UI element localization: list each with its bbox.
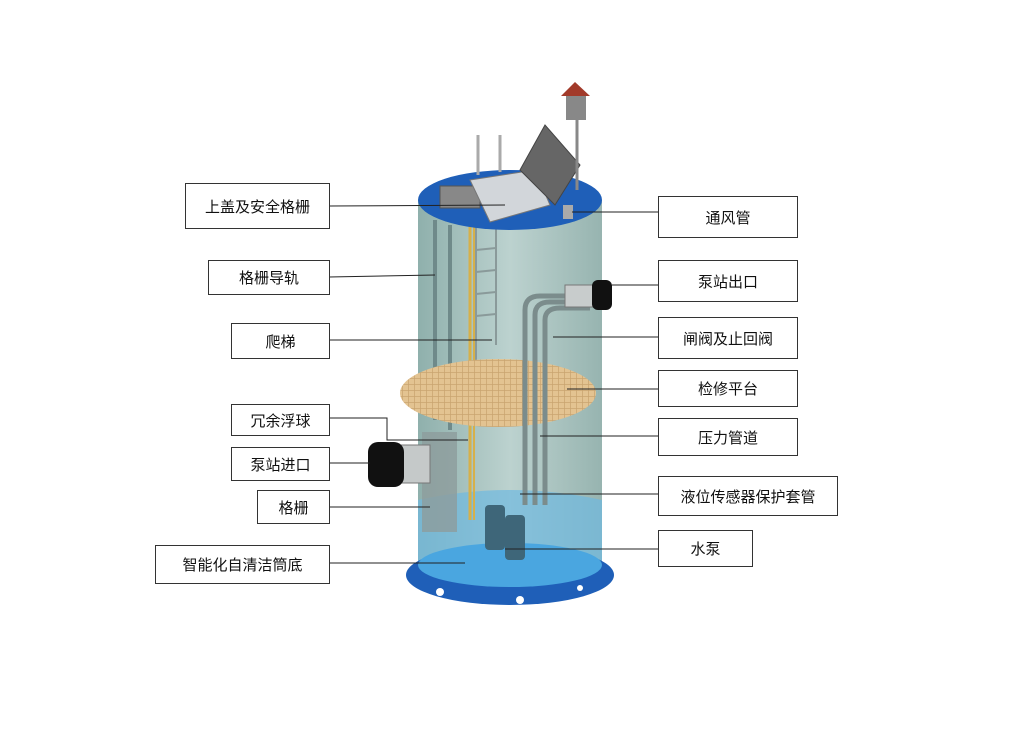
vent-pipe xyxy=(563,205,573,219)
label-bottom: 智能化自清洁筒底 xyxy=(155,545,330,584)
self-cleaning-bottom xyxy=(418,543,602,587)
label-ladder: 爬梯 xyxy=(231,323,330,359)
label-platform: 检修平台 xyxy=(658,370,798,407)
label-outlet: 泵站出口 xyxy=(658,260,798,302)
leader-lines xyxy=(328,204,658,564)
label-grille: 格栅 xyxy=(257,490,330,524)
label-pump: 水泵 xyxy=(658,530,753,567)
label-valve: 闸阀及止回阀 xyxy=(658,317,798,359)
inlet-flange xyxy=(368,442,404,487)
label-rail: 格栅导轨 xyxy=(208,260,330,295)
label-sensor: 液位传感器保护套管 xyxy=(658,476,838,516)
label-inlet: 泵站进口 xyxy=(231,447,330,481)
safety-grille xyxy=(469,169,551,223)
label-float: 冗余浮球 xyxy=(231,404,330,436)
label-cover: 上盖及安全格栅 xyxy=(185,183,330,229)
label-pipe: 压力管道 xyxy=(658,418,798,456)
pump xyxy=(485,505,505,550)
label-vent: 通风管 xyxy=(658,196,798,238)
outlet-flange xyxy=(592,280,612,310)
maintenance-platform xyxy=(400,359,596,427)
